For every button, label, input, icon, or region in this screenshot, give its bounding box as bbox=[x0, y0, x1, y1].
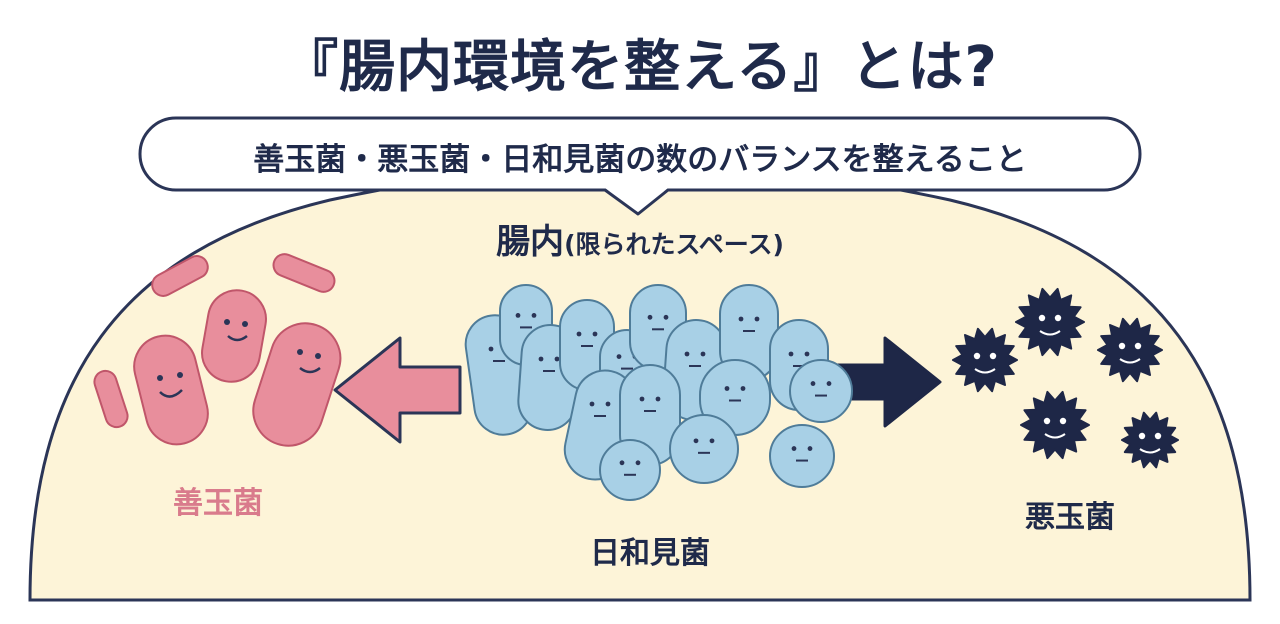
speech-bubble bbox=[138, 116, 1142, 216]
good-bacteria-icon bbox=[151, 255, 209, 297]
bad-bacteria-group bbox=[952, 287, 1179, 469]
bad-bacteria-icon bbox=[1121, 411, 1179, 469]
neutral-bacteria-icon bbox=[769, 424, 835, 488]
good-bacteria-icon bbox=[252, 322, 342, 447]
good-bacteria-label: 善玉菌 bbox=[173, 486, 263, 521]
bad-bacteria-icon bbox=[1015, 287, 1085, 357]
neutral-bacteria-icon bbox=[599, 439, 661, 501]
gut-label: 腸内 bbox=[496, 222, 565, 262]
bad-bacteria-icon bbox=[952, 327, 1018, 393]
limited-space-label: (限られたスペース) bbox=[564, 230, 784, 259]
good-bacteria-icon bbox=[93, 369, 129, 429]
definition-text: 善玉菌・悪玉菌・日和見菌の数のバランスを整えること bbox=[253, 142, 1027, 178]
gut-space-label: 腸内(限られたスペース) bbox=[420, 214, 860, 263]
good-bacteria-group bbox=[93, 253, 342, 447]
neutral-bacteria-group bbox=[464, 284, 853, 501]
pull-left-arrow-icon bbox=[333, 336, 462, 444]
good-bacteria-icon bbox=[272, 253, 336, 293]
neutral-bacteria-icon bbox=[669, 414, 739, 484]
good-bacteria-icon bbox=[133, 334, 209, 446]
neutral-bacteria-icon bbox=[789, 359, 853, 423]
page-title: 『腸内環境を整える』とは? bbox=[282, 35, 998, 100]
neutral-bacteria-label: 日和見菌 bbox=[590, 536, 710, 571]
bad-bacteria-icon bbox=[1097, 317, 1163, 383]
good-bacteria-icon bbox=[201, 289, 267, 383]
bad-bacteria-icon bbox=[1020, 390, 1090, 460]
bad-bacteria-label: 悪玉菌 bbox=[1025, 500, 1115, 535]
